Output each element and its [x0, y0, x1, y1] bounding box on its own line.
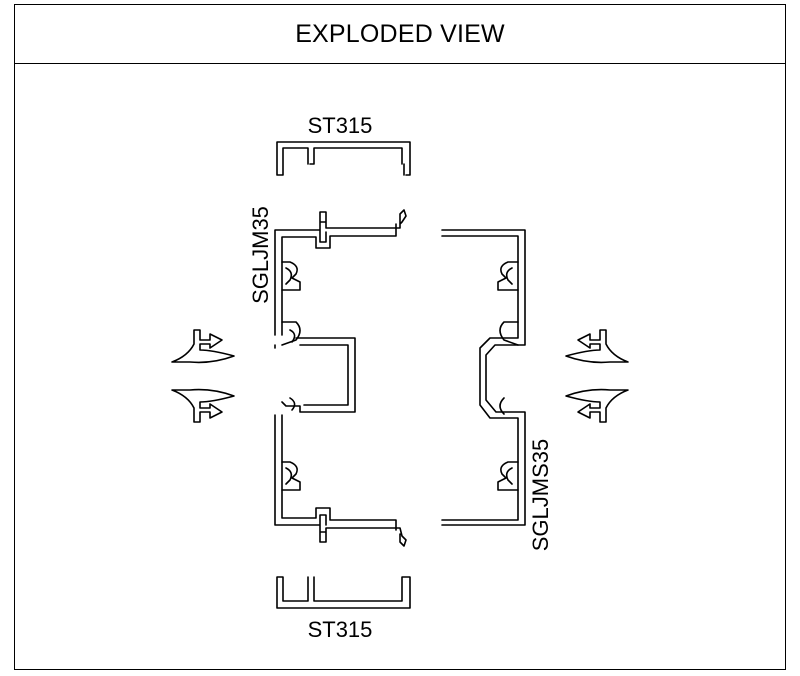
top-cap-label: ST315 — [308, 113, 373, 138]
title-bar: EXPLODED VIEW — [15, 5, 785, 64]
left-mullion-profile — [274, 209, 407, 547]
left-gasket-upper — [171, 329, 235, 364]
top-cap-profile — [276, 141, 411, 176]
left-gasket-lower — [171, 388, 235, 423]
bottom-cap-profile — [276, 576, 411, 609]
drawing-title: EXPLODED VIEW — [295, 19, 505, 48]
right-gasket-upper — [565, 329, 629, 364]
right-mullion-label: SGLJMS35 — [528, 439, 553, 552]
right-mullion-profile — [441, 229, 526, 526]
left-mullion-label: SGLJM35 — [248, 206, 273, 304]
bottom-cap-label: ST315 — [308, 617, 373, 642]
right-gasket-lower — [565, 388, 629, 423]
drawing-sheet: EXPLODED VIEW — [14, 4, 786, 670]
